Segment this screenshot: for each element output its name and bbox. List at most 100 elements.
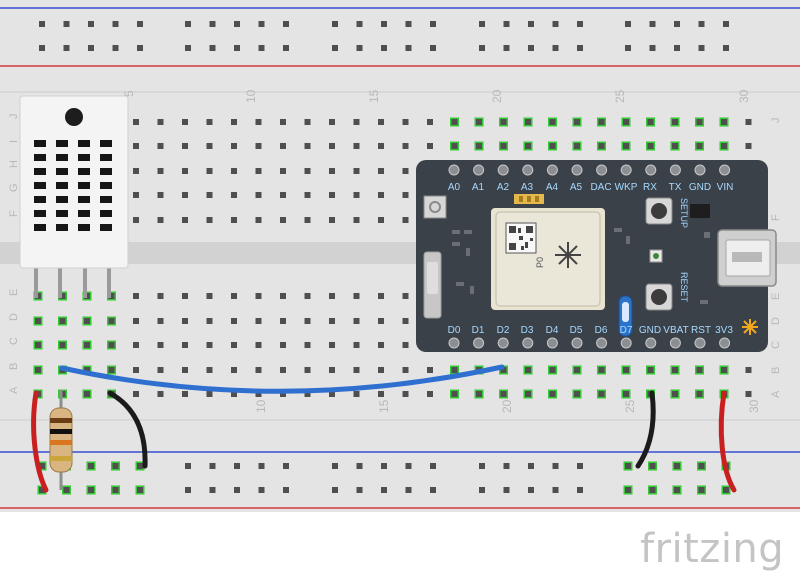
breadboard-hole bbox=[234, 21, 240, 27]
photon-antenna-connector bbox=[423, 195, 447, 219]
breadboard-hole bbox=[649, 487, 656, 493]
breadboard-hole bbox=[552, 487, 559, 493]
sensor-grille bbox=[34, 140, 112, 231]
breadboard-hole bbox=[402, 367, 409, 373]
breadboard-hole bbox=[674, 45, 680, 51]
photon-chip-label: P0 bbox=[535, 257, 545, 268]
row-letter: A bbox=[8, 386, 20, 394]
breadboard-hole bbox=[157, 192, 164, 198]
resistor-band bbox=[50, 429, 72, 434]
pin-label-a4: A4 bbox=[546, 182, 559, 193]
breadboard-hole bbox=[329, 168, 335, 174]
breadboard-hole bbox=[35, 367, 41, 373]
photon-regulator bbox=[690, 204, 710, 218]
grille-slot bbox=[34, 140, 46, 147]
breadboard-hole bbox=[353, 119, 360, 125]
breadboard-hole bbox=[378, 293, 384, 299]
breadboard-hole bbox=[503, 21, 510, 27]
breadboard-hole bbox=[185, 21, 191, 27]
pin-label-d4: D4 bbox=[546, 325, 559, 336]
breadboard-hole bbox=[476, 143, 482, 149]
breadboard-hole bbox=[280, 293, 286, 299]
sensor-lead bbox=[34, 262, 38, 298]
grille-slot bbox=[78, 168, 90, 175]
data-wire bbox=[59, 364, 505, 394]
breadboard-hole bbox=[231, 293, 237, 299]
breadboard-hole bbox=[430, 463, 436, 469]
breadboard-hole bbox=[255, 342, 262, 348]
breadboard-hole bbox=[206, 119, 213, 125]
breadboard-hole bbox=[231, 168, 237, 174]
right-row-letters: J F E D C B A bbox=[770, 118, 782, 399]
column-number: 15 bbox=[367, 89, 381, 103]
breadboard-hole bbox=[745, 391, 752, 397]
pin-label-vin: VIN bbox=[717, 182, 734, 193]
breadboard-hole bbox=[378, 391, 384, 397]
breadboard-hole bbox=[133, 119, 139, 125]
grille-slot bbox=[78, 224, 90, 231]
breadboard-hole bbox=[332, 463, 338, 469]
breadboard-hole bbox=[525, 119, 531, 125]
breadboard-hole bbox=[88, 463, 94, 469]
breadboard-hole bbox=[476, 119, 482, 125]
breadboard-hole bbox=[623, 367, 629, 373]
fritzing-logo: fritzing bbox=[640, 526, 785, 572]
row-letter: C bbox=[770, 341, 782, 349]
breadboard-hole bbox=[503, 45, 510, 51]
qr-code-pattern bbox=[509, 226, 533, 250]
breadboard-hole bbox=[112, 21, 119, 27]
breadboard-hole bbox=[430, 21, 436, 27]
breadboard-hole bbox=[231, 143, 237, 149]
breadboard-hole bbox=[625, 45, 631, 51]
header-pin bbox=[694, 337, 706, 349]
breadboard-hole bbox=[649, 463, 656, 469]
column-number: 5 bbox=[122, 90, 136, 97]
grille-slot bbox=[100, 168, 112, 175]
header-pin bbox=[473, 337, 485, 349]
grille-slot bbox=[100, 140, 112, 147]
header-pin bbox=[669, 164, 681, 176]
breadboard-hole bbox=[528, 487, 534, 493]
breadboard-hole bbox=[157, 367, 164, 373]
breadboard-hole bbox=[427, 391, 433, 397]
breadboard-hole bbox=[84, 391, 90, 397]
breadboard-hole bbox=[405, 45, 412, 51]
row-letter: J bbox=[8, 114, 20, 120]
breadboard-hole bbox=[598, 143, 605, 149]
breadboard-hole bbox=[280, 119, 286, 125]
pin-label-d2: D2 bbox=[497, 325, 510, 336]
breadboard-hole bbox=[378, 143, 384, 149]
breadboard-hole bbox=[35, 318, 41, 324]
photon-top-pin-labels: A0 A1 A2 A3 A4 A5 DAC WKP RX TX GND VIN bbox=[448, 182, 733, 193]
dht-humidity-temperature-sensor-icon bbox=[19, 95, 129, 298]
breadboard-hole bbox=[234, 463, 240, 469]
breadboard-hole bbox=[451, 391, 458, 397]
breadboard-hole bbox=[88, 487, 94, 493]
grille-slot bbox=[100, 224, 112, 231]
breadboard-hole bbox=[133, 217, 139, 223]
breadboard-hole bbox=[280, 192, 286, 198]
breadboard-hole bbox=[451, 119, 458, 125]
breadboard-hole bbox=[255, 143, 262, 149]
breadboard-hole bbox=[353, 367, 360, 373]
breadboard-hole bbox=[280, 143, 286, 149]
breadboard-hole bbox=[304, 391, 311, 397]
row-letter: E bbox=[770, 293, 782, 300]
breadboard-hole bbox=[698, 45, 705, 51]
breadboard-hole bbox=[381, 45, 387, 51]
breadboard-hole bbox=[723, 45, 729, 51]
breadboard-hole bbox=[647, 367, 654, 373]
breadboard-hole bbox=[283, 463, 289, 469]
column-number: 15 bbox=[377, 399, 391, 413]
breadboard-hole bbox=[329, 391, 335, 397]
breadboard-hole bbox=[353, 318, 360, 324]
header-pin bbox=[620, 164, 632, 176]
breadboard-hole bbox=[353, 293, 360, 299]
breadboard-hole bbox=[500, 143, 507, 149]
header-pin bbox=[694, 164, 706, 176]
breadboard-hole bbox=[405, 487, 412, 493]
pin-label-d3: D3 bbox=[521, 325, 534, 336]
column-number: 25 bbox=[613, 89, 627, 103]
pin-label-gnd: GND bbox=[639, 325, 661, 336]
breadboard-hole bbox=[378, 119, 384, 125]
